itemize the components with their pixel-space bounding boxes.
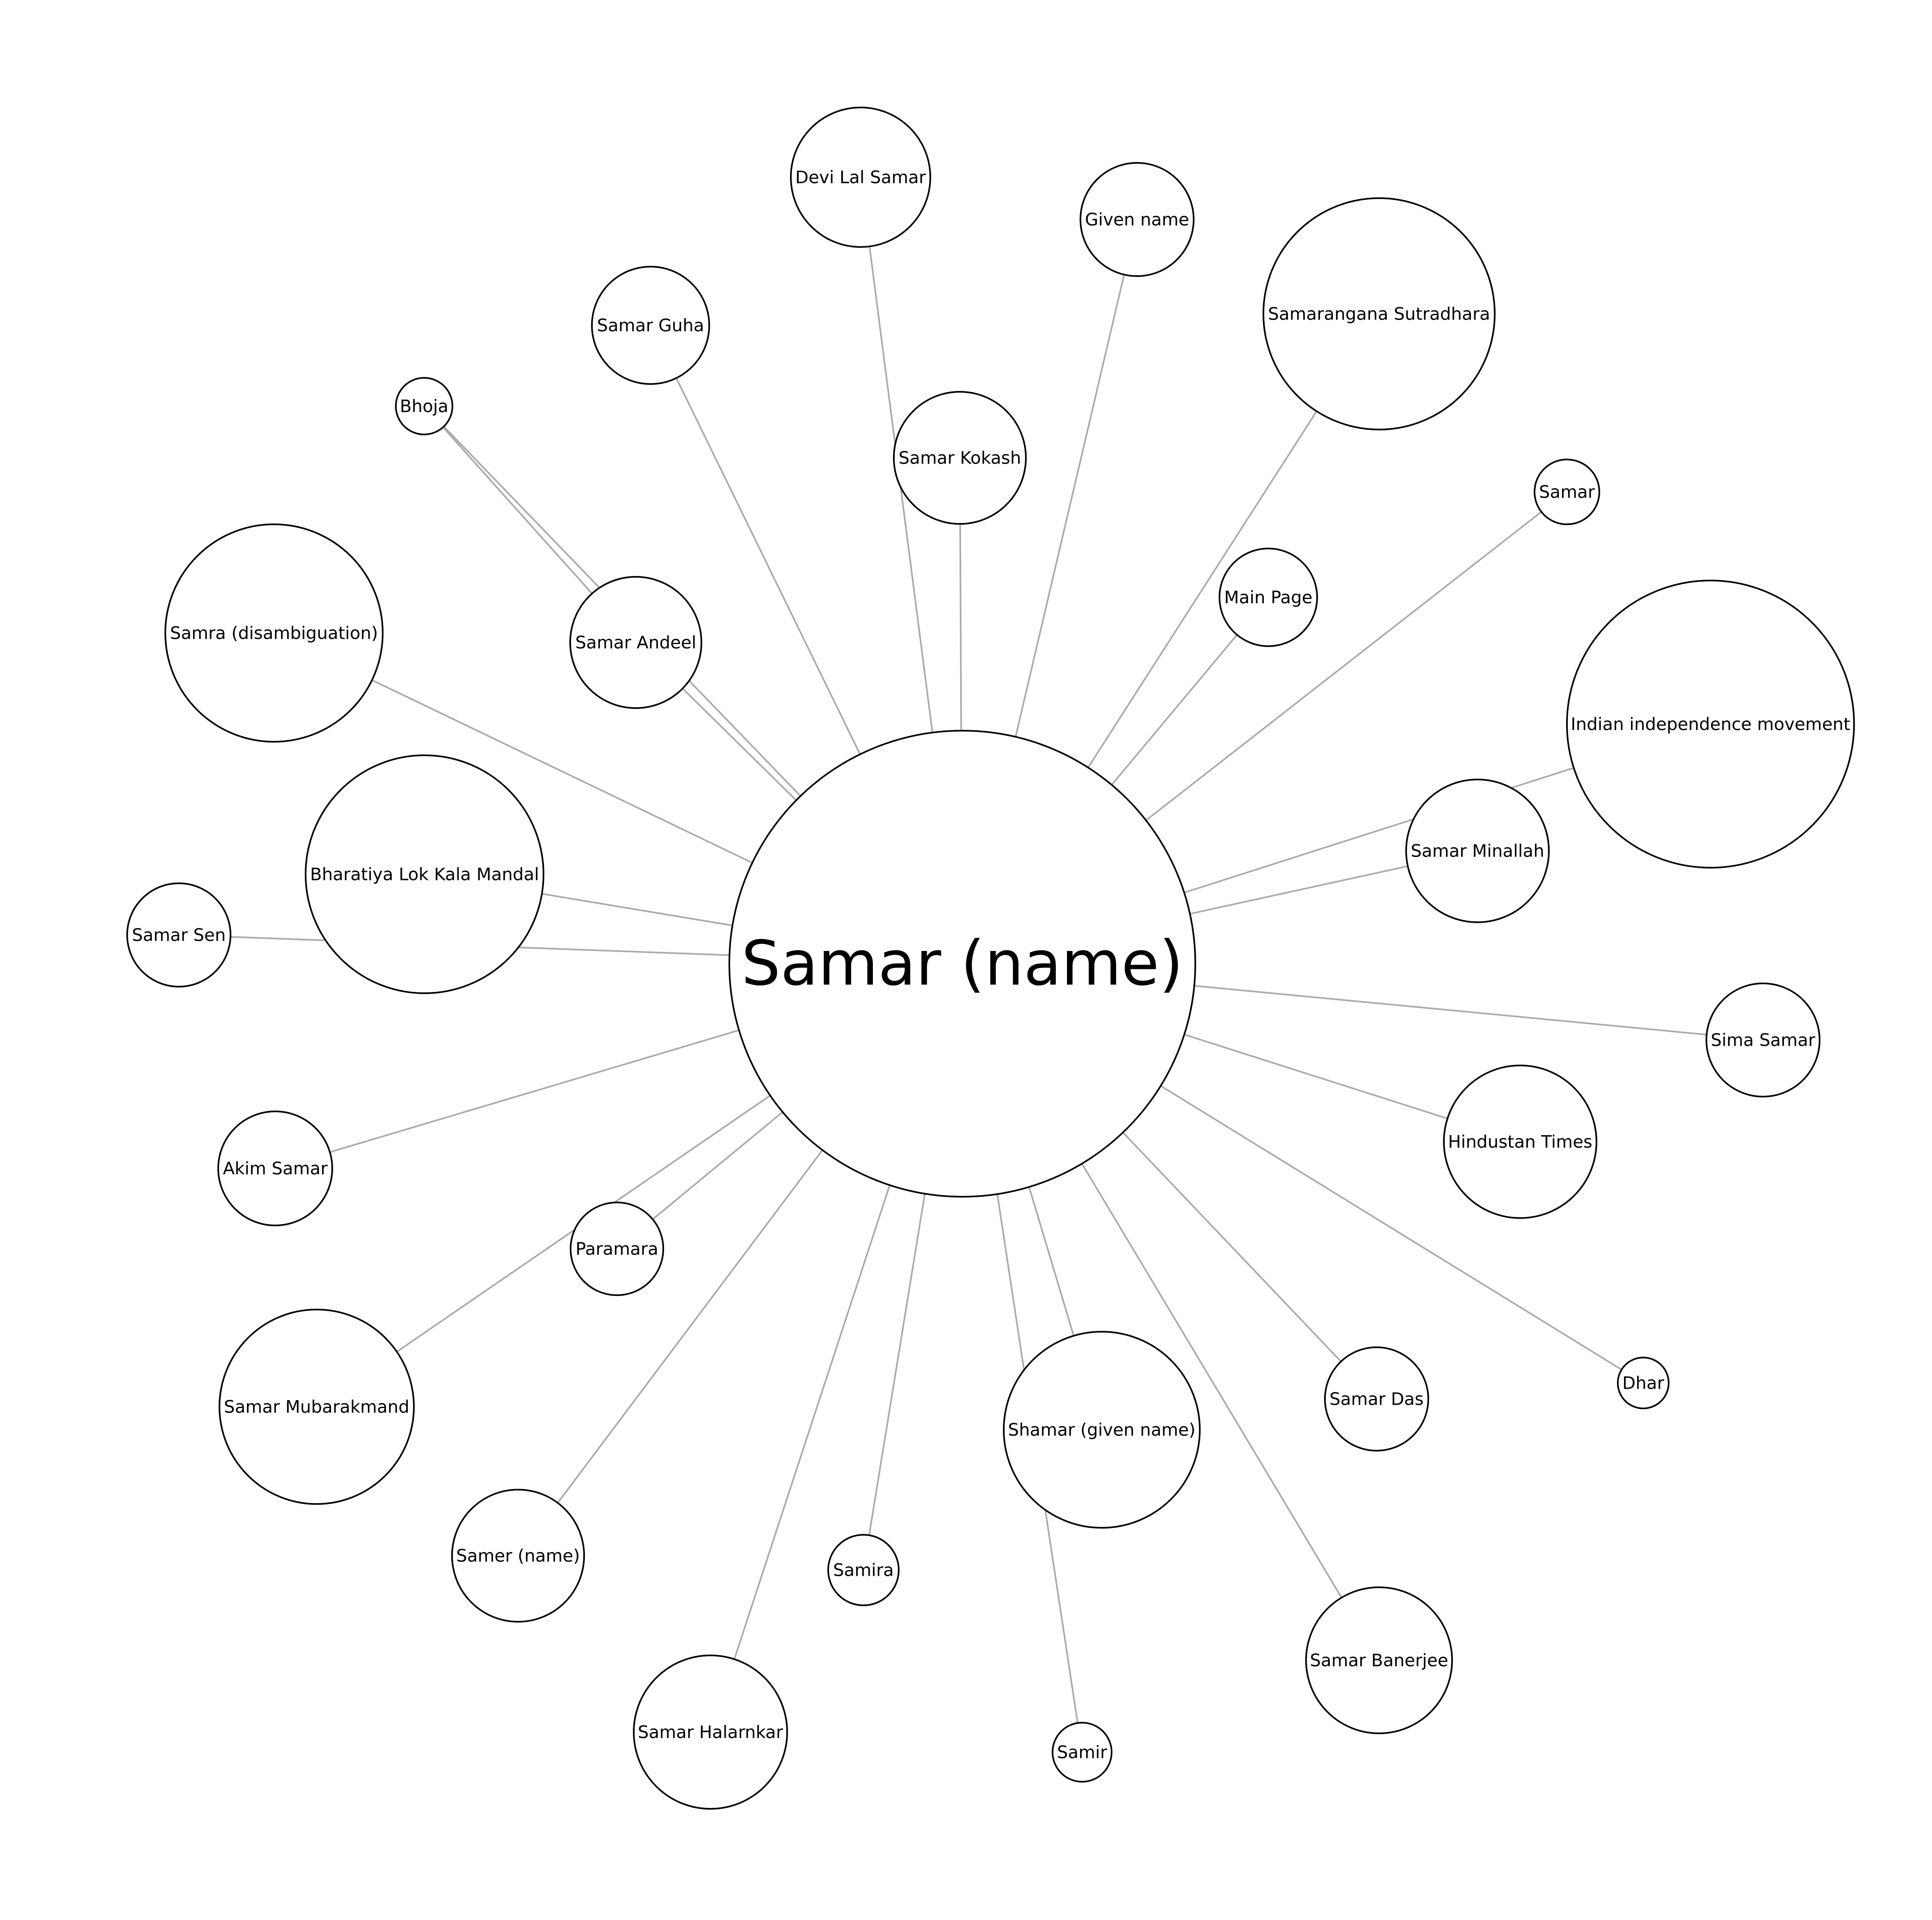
node-circle	[1219, 548, 1318, 647]
node-circle	[1405, 779, 1550, 923]
node-samar-minallah[interactable]: Samar Minallah	[1405, 779, 1550, 923]
node-label: Devi Lal Samar	[795, 167, 926, 187]
node-circle	[1706, 983, 1820, 1097]
node-circle	[1080, 162, 1194, 277]
node-label: Samar Banerjee	[1310, 1650, 1448, 1671]
node-circle	[305, 754, 544, 994]
node-sima-samar[interactable]: Sima Samar	[1706, 983, 1820, 1097]
node-circle	[591, 266, 710, 385]
node-circle	[451, 1489, 585, 1623]
node-samar-das[interactable]: Samar Das	[1324, 1346, 1429, 1451]
node-label: Sima Samar	[1711, 1030, 1816, 1050]
node-circle	[164, 523, 384, 743]
node-shamar-given-name[interactable]: Shamar (given name)	[1003, 1331, 1201, 1529]
node-circle	[1443, 1065, 1597, 1219]
node-label: Given name	[1085, 210, 1189, 230]
node-dhar[interactable]: Dhar	[1617, 1357, 1669, 1409]
node-akim-samar[interactable]: Akim Samar	[217, 1111, 333, 1226]
node-label: Main Page	[1224, 587, 1312, 608]
node-label: Samar Andeel	[575, 633, 696, 653]
node-circle	[1052, 1722, 1112, 1783]
node-circle	[790, 107, 931, 248]
node-samer-name[interactable]: Samer (name)	[451, 1489, 585, 1623]
node-bhoja[interactable]: Bhoja	[395, 377, 453, 435]
node-hindustan-times[interactable]: Hindustan Times	[1443, 1065, 1597, 1219]
node-label: Akim Samar	[223, 1159, 328, 1179]
center-node-label: Samar (name)	[742, 928, 1183, 999]
node-label: Samar Halarnkar	[638, 1722, 783, 1742]
node-samar-sen[interactable]: Samar Sen	[126, 882, 231, 987]
node-label: Samira	[833, 1560, 894, 1580]
node-samar-banerjee[interactable]: Samar Banerjee	[1305, 1586, 1453, 1734]
node-circle	[217, 1111, 333, 1226]
node-circle	[827, 1534, 900, 1606]
node-label: Samar Sen	[132, 925, 226, 945]
node-samar-kokash[interactable]: Samar Kokash	[893, 391, 1027, 525]
node-circle	[1617, 1357, 1669, 1409]
node-label: Bharatiya Lok Kala Mandal	[310, 864, 539, 885]
node-label: Paramara	[575, 1239, 658, 1259]
node-paramara[interactable]: Paramara	[570, 1202, 664, 1296]
node-label: Samar Das	[1329, 1389, 1424, 1409]
node-main-page[interactable]: Main Page	[1219, 548, 1318, 647]
node-samar[interactable]: Samar	[1534, 459, 1600, 525]
node-circle	[893, 391, 1027, 525]
node-samir[interactable]: Samir	[1052, 1722, 1112, 1783]
node-circle	[1263, 197, 1496, 430]
node-label: Samir	[1057, 1742, 1108, 1762]
node-samar-mubarakmand[interactable]: Samar Mubarakmand	[219, 1309, 415, 1505]
node-samira[interactable]: Samira	[827, 1534, 900, 1606]
node-label: Indian independence movement	[1571, 714, 1850, 734]
node-label: Samarangana Sutradhara	[1268, 304, 1490, 324]
node-circle	[1534, 459, 1600, 525]
node-circle	[1566, 580, 1855, 869]
node-samar-guha[interactable]: Samar Guha	[591, 266, 710, 385]
node-samra-disambiguation[interactable]: Samra (disambiguation)	[164, 523, 384, 743]
node-circle	[126, 882, 231, 987]
node-samar-andeel[interactable]: Samar Andeel	[569, 576, 702, 709]
node-label: Samar Mubarakmand	[224, 1397, 409, 1417]
node-label: Bhoja	[400, 396, 449, 416]
node-bharatiya-lok-kala-mandal[interactable]: Bharatiya Lok Kala Mandal	[305, 754, 544, 994]
node-devi-lal-samar[interactable]: Devi Lal Samar	[790, 107, 931, 248]
node-label: Hindustan Times	[1448, 1132, 1592, 1152]
node-label: Samer (name)	[456, 1546, 580, 1566]
center-node-circle	[728, 730, 1196, 1198]
node-label: Samar	[1539, 482, 1595, 502]
center-node[interactable]: Samar (name)	[728, 730, 1196, 1198]
node-label: Dhar	[1622, 1373, 1665, 1393]
node-indian-independence-movement[interactable]: Indian independence movement	[1566, 580, 1855, 869]
node-label: Shamar (given name)	[1008, 1420, 1195, 1440]
node-samar-halarnkar[interactable]: Samar Halarnkar	[633, 1655, 788, 1810]
node-circle	[633, 1655, 788, 1810]
node-samarangana-sutradhara[interactable]: Samarangana Sutradhara	[1263, 197, 1496, 430]
node-circle	[395, 377, 453, 435]
node-circle	[1305, 1586, 1453, 1734]
node-circle	[219, 1309, 415, 1505]
node-label: Samra (disambiguation)	[170, 623, 378, 643]
node-circle	[1324, 1346, 1429, 1451]
node-label: Samar Minallah	[1411, 841, 1544, 861]
node-given-name[interactable]: Given name	[1080, 162, 1194, 277]
node-circle	[570, 1202, 664, 1296]
node-circle	[569, 576, 702, 709]
node-circle	[1003, 1331, 1201, 1529]
node-label: Samar Guha	[597, 315, 704, 336]
node-label: Samar Kokash	[899, 448, 1021, 468]
